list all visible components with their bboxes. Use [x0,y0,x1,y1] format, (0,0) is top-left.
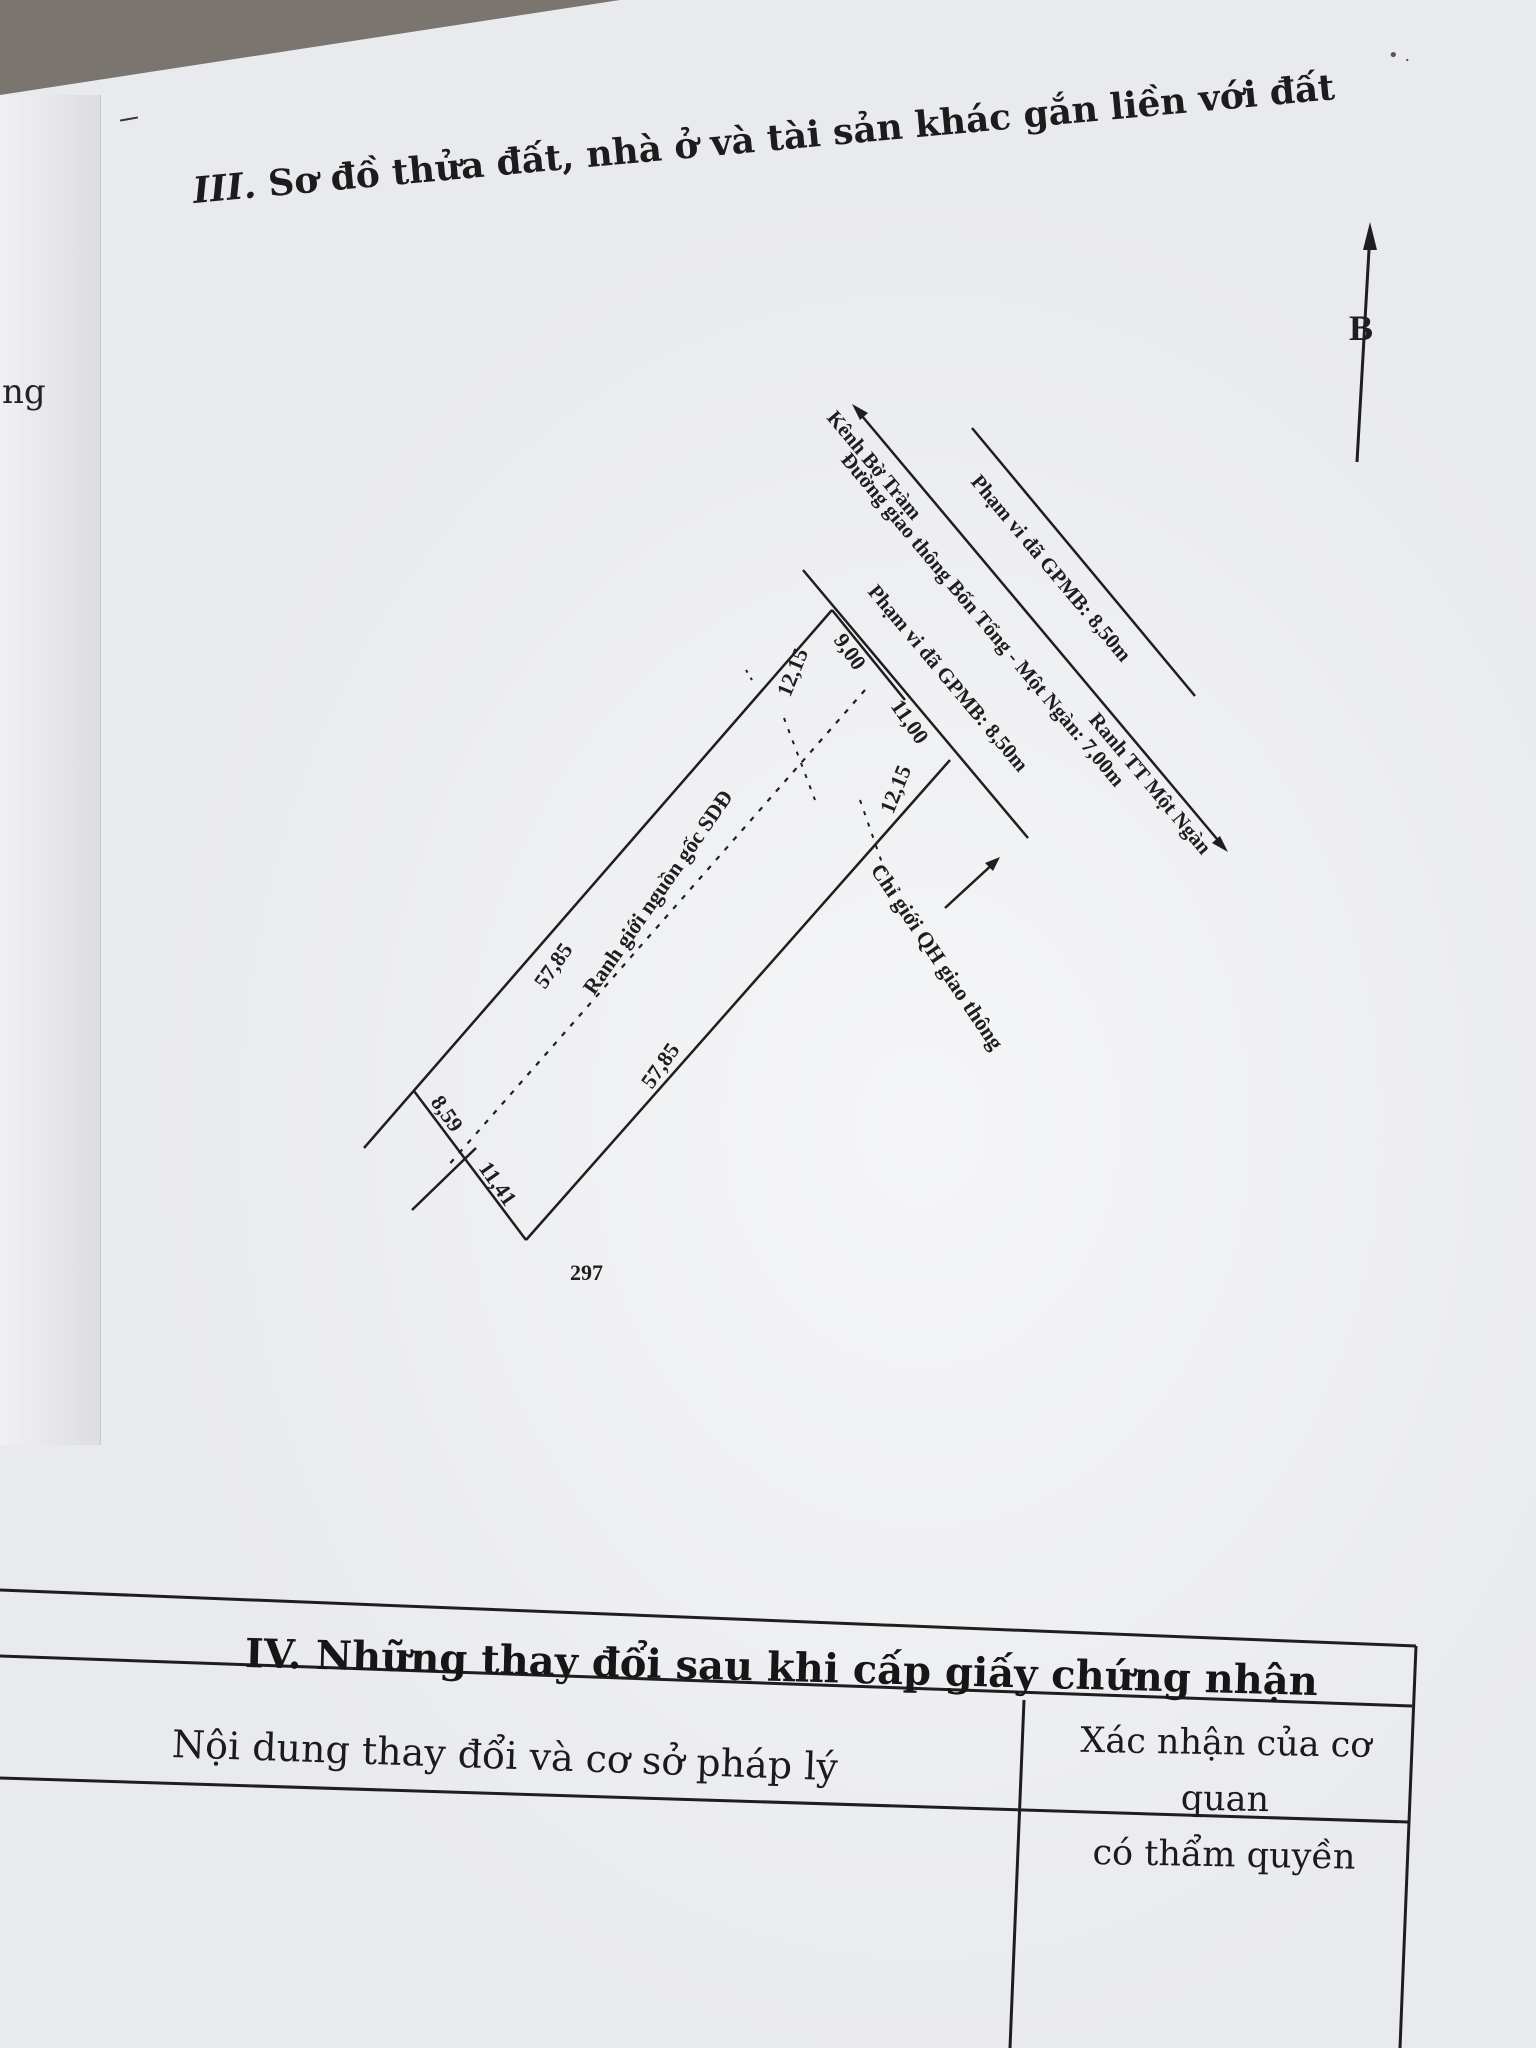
table-header-rule [0,1776,1409,1824]
clearance-line-upper [971,427,1196,697]
table-column-divider [1008,1699,1026,2048]
dim-top-mid: 9,00 [829,629,872,675]
dim-left-side: 57,85 [529,938,578,993]
dim-top-right-12: 12,15 [874,762,916,817]
label-town-boundary: Ranh TT Một Ngàn [1084,708,1216,859]
north-label: B [1349,308,1373,348]
parcel-diagram: B Phạm vi đã GPMB: 8,50m Kênh Bờ Tràm Đư… [363,222,1377,1285]
cross-dashed-3 [745,669,753,681]
dim-top-right-11: 11,00 [886,695,934,749]
origin-boundary-dashed [445,689,866,1169]
dim-right-side: 57,85 [636,1038,685,1093]
parcel-outline [363,609,951,1241]
table-title-rule [0,1654,1413,1708]
dim-bottom-right: 11,41 [474,1157,522,1211]
adjacent-page-text: ng [2,372,46,412]
cross-dashed-1 [783,717,816,801]
road-edge-line [802,569,1029,839]
table-top-rule [0,1588,1417,1648]
north-arrow: B [1349,222,1377,463]
confirm-line-1: Xác nhận của cơ quan [1080,1720,1372,1821]
changes-table-frame [0,1588,1418,2048]
confirm-line-2: có thẩm quyền [1092,1833,1356,1878]
dim-bottom-left: 8,59 [426,1091,469,1137]
table-right-border [1398,1645,1418,2048]
column-header-confirm: Xác nhận của cơ quan có thẩm quyền [1034,1712,1417,1887]
traffic-plan-arrow [944,857,1000,909]
label-traffic-plan: Chỉ giới QH giao thông [866,859,1009,1054]
section4-roman: IV. [244,1630,303,1679]
parcel-number: 297 [570,1260,603,1285]
label-origin-boundary: Ranh giới nguồn gốc SDĐ [578,785,738,999]
canal-road-arrow [852,404,1228,852]
page-fold [0,95,101,1445]
dot-mark: • . [1388,45,1411,66]
